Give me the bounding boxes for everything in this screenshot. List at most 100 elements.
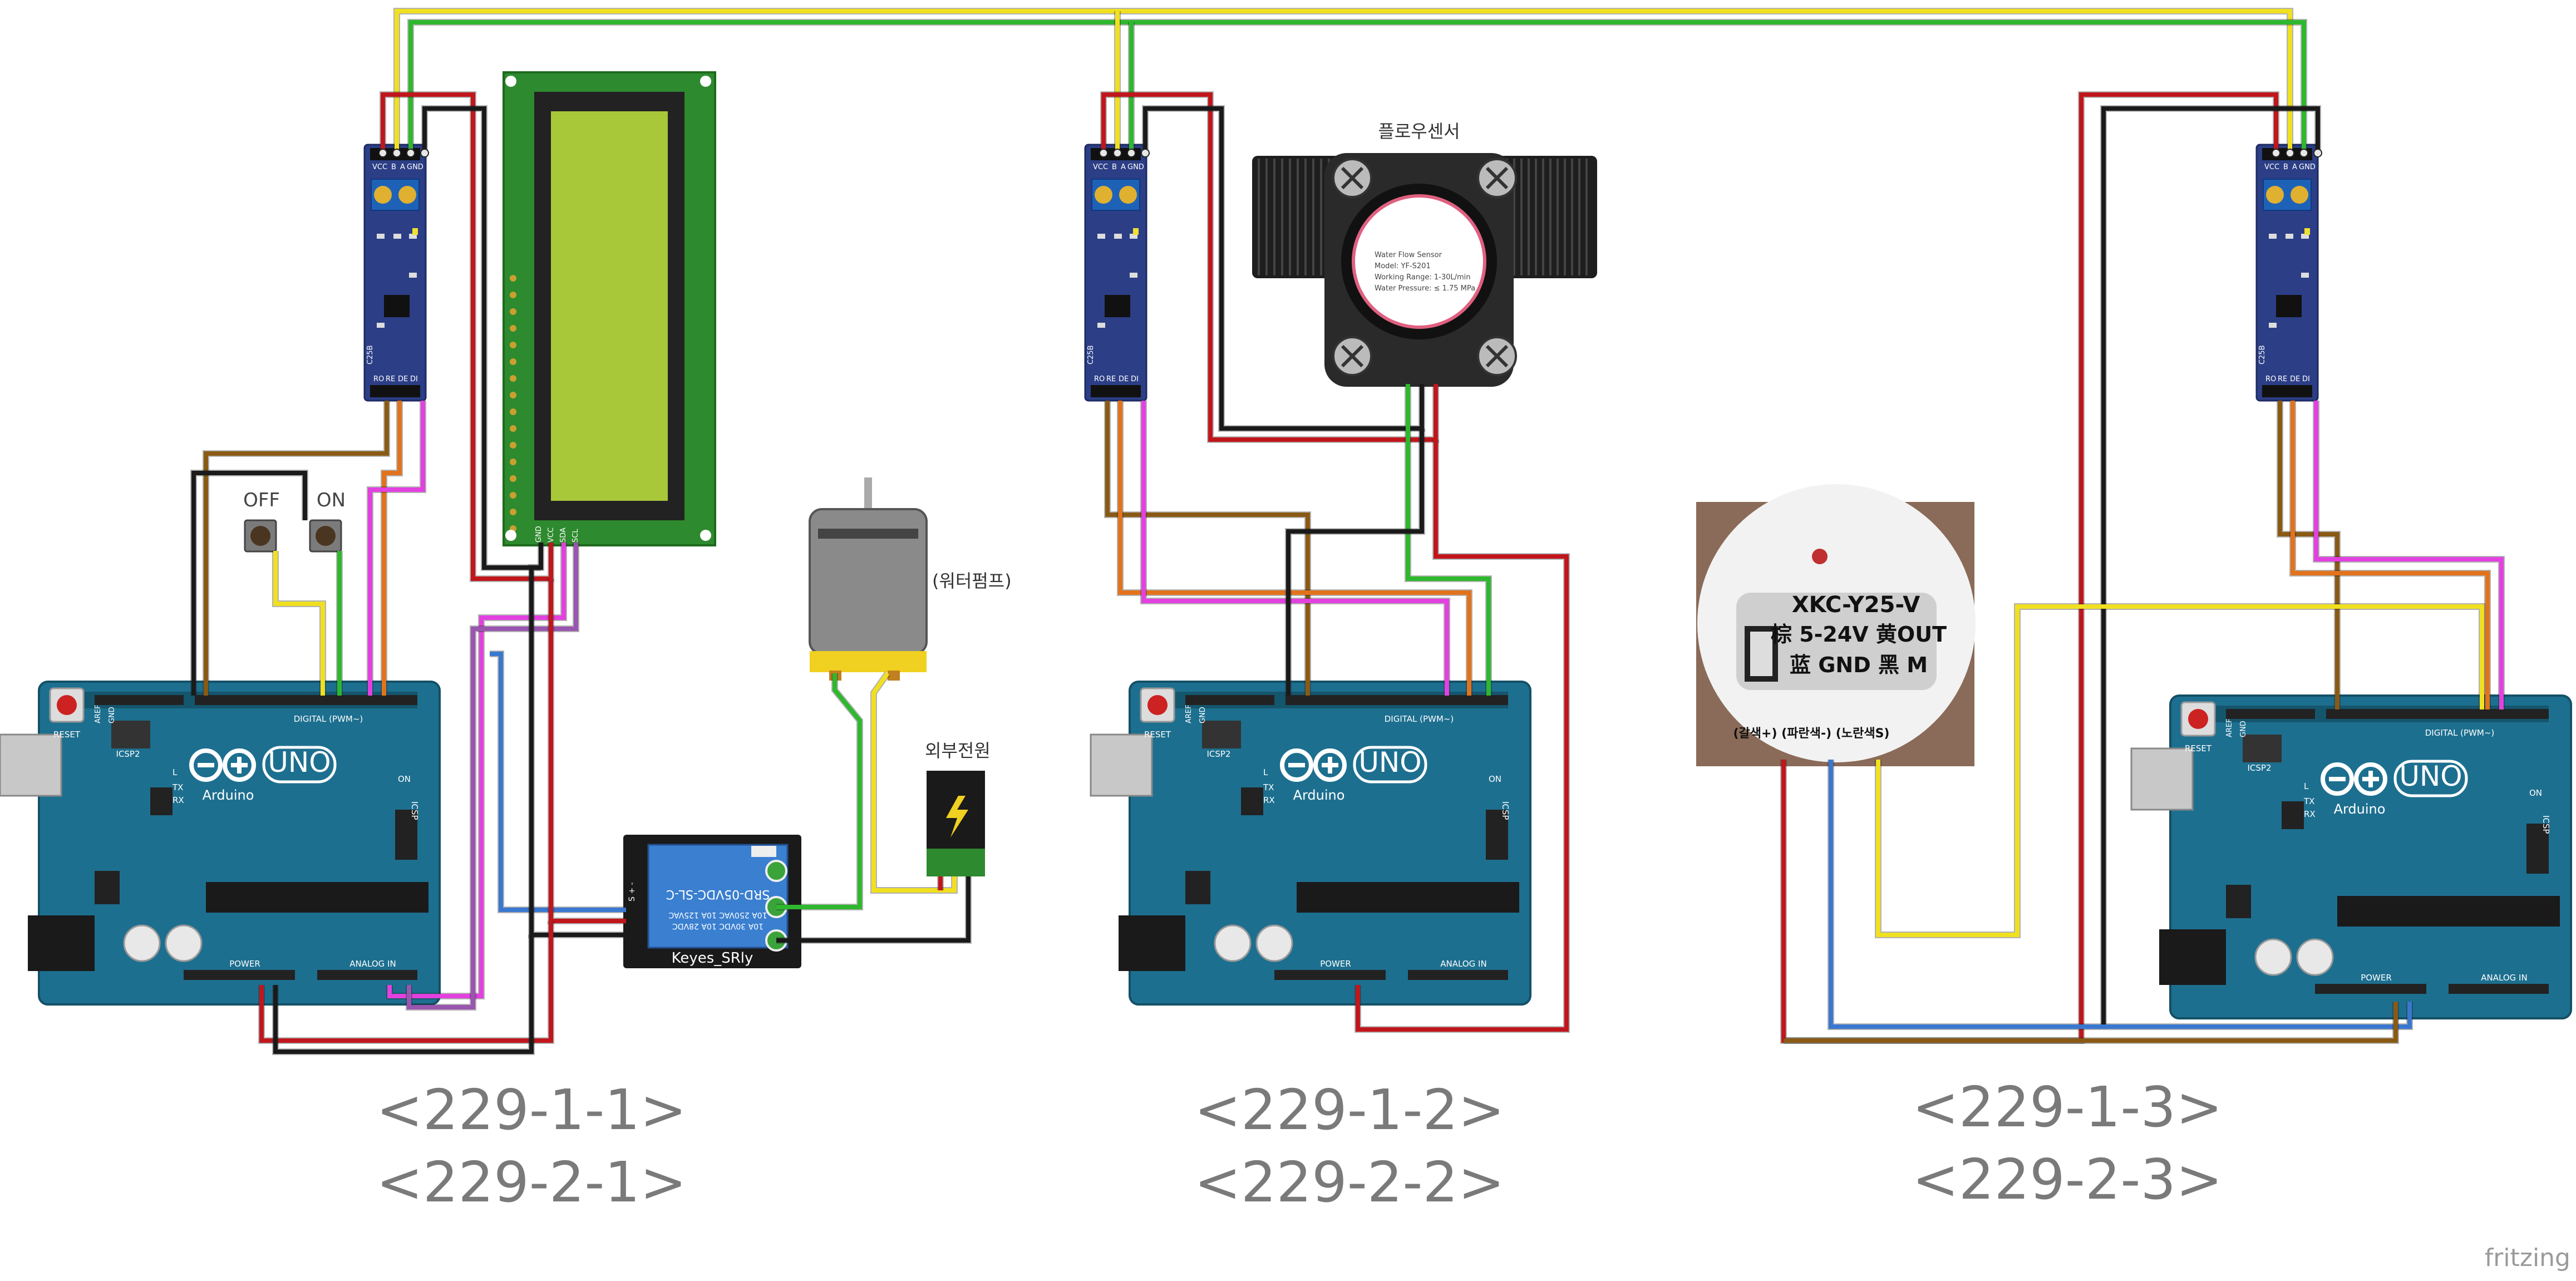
rs485-gnd-label-3: GND [2299, 163, 2316, 171]
wire-3-level-gnd[interactable] [1829, 760, 2412, 1029]
power-label-3: POWER [2361, 973, 2392, 983]
icsp-label-1: ICSP [410, 801, 420, 820]
rs485-re-label-1: RE [386, 375, 395, 383]
rs485-ro-label-1: RO [373, 375, 384, 383]
lcd-pin-label-vcc: VCC [547, 528, 555, 543]
relay-brand-text: Keyes_SRly [672, 950, 753, 967]
rs485-vcc-label-3: VCC [2264, 163, 2279, 171]
wire-2-di-shadow [1140, 401, 1450, 696]
flow-sensor-face-line-4: Water Pressure: ≤ 1.75 MPa [1375, 284, 1475, 293]
wire-3-vcc[interactable] [1781, 92, 2278, 1043]
caption-unit-2-line2: <229-2-2> [1194, 1150, 1505, 1215]
wire-1-gnd-bottom[interactable] [273, 935, 534, 1054]
wire-1-ro[interactable] [204, 401, 389, 696]
icsp2-label-3: ICSP2 [2247, 763, 2271, 773]
wire-2-ro[interactable] [1105, 401, 1310, 696]
l-label-1: L [173, 767, 178, 777]
l-label-2: L [1263, 767, 1268, 777]
external-power-jack [927, 771, 985, 876]
pushbutton-on[interactable] [309, 519, 342, 553]
wire-pump-pos[interactable] [871, 672, 957, 893]
wire-2-gnd[interactable] [1143, 106, 1424, 431]
rs485-di-label-1: DI [410, 375, 418, 383]
caption-unit-3-line1: <229-1-3> [1912, 1075, 2223, 1140]
uno-logo-text-3: UNO [2399, 760, 2462, 792]
tx-label-1: TX [172, 782, 183, 792]
digital-label-3: DIGITAL (PWM~) [2425, 728, 2495, 738]
wire-3-di[interactable] [2314, 401, 2504, 710]
caption-unit-2-line1: <229-1-2> [1194, 1077, 1505, 1142]
power-label-1: POWER [229, 959, 260, 969]
power-label-2: POWER [1320, 959, 1351, 969]
rx-label-2: RX [1263, 795, 1275, 805]
wire-1-relay-gnd[interactable] [529, 565, 626, 937]
wire-2-di[interactable] [1141, 401, 1449, 696]
wire-dc-gnd[interactable] [776, 876, 971, 943]
pin-header-11 [2313, 149, 2322, 157]
wire-3-ro-shadow [2277, 401, 2341, 710]
wire-2-flow-signal[interactable] [1406, 384, 1491, 696]
level-sensor-line1: 棕 5-24V 黄OUT [1771, 622, 1947, 647]
wire-1-vcc[interactable] [381, 92, 553, 581]
gnd-label-2: GND [1199, 707, 1207, 723]
relay-rating-line2: 10A 30VDC 10A 28VDC [672, 922, 764, 930]
wire-2-re[interactable] [1118, 401, 1471, 696]
analog-label-2: ANALOG IN [1440, 959, 1486, 969]
pin-header-10 [2272, 149, 2281, 157]
rs485-de-label-3: DE [2290, 375, 2300, 383]
arduino-text-2: Arduino [1293, 787, 1345, 803]
lcd-pin-label-sda: SDA [559, 528, 568, 543]
button-off-label: OFF [243, 489, 280, 511]
arduino-text-1: Arduino [203, 787, 254, 803]
rs485-vcc-label-2: VCC [1093, 163, 1108, 171]
wire-3-ro[interactable] [2278, 401, 2339, 710]
wire-3-level-vcc[interactable] [1784, 1002, 2398, 1043]
lcd-1602-display [503, 71, 716, 546]
uno-logo-text-2: UNO [1358, 746, 1421, 779]
component-layer [0, 71, 2571, 1018]
digital-label-1: DIGITAL (PWM~) [294, 714, 363, 724]
icsp2-label-2: ICSP2 [1206, 749, 1230, 759]
wire-3-gnd[interactable] [2101, 106, 2320, 1027]
analog-label-1: ANALOG IN [349, 959, 396, 969]
level-sensor-colors: (갈색+) (파란색-) (노란색S) [1733, 727, 1890, 741]
wire-pump-neg[interactable] [776, 673, 862, 909]
wire-rs485-a-bus[interactable] [395, 9, 2292, 153]
flow-sensor-label: 플로우센서 [1378, 121, 1460, 142]
icsp2-label-1: ICSP2 [116, 749, 140, 759]
rs485-chip-label-3: C25B [2258, 345, 2267, 364]
wire-2-vcc[interactable] [1101, 92, 1438, 442]
wire-rs485-b-bus[interactable] [408, 20, 2306, 153]
water-level-sensor-photo [1696, 484, 1976, 766]
wire-2-ro-shadow [1104, 401, 1311, 696]
wire-1-5v[interactable] [259, 921, 553, 1043]
on-label-2: ON [1489, 774, 1501, 784]
wire-1-di[interactable] [368, 401, 425, 696]
wire-3-level-signal[interactable] [1876, 604, 2484, 937]
water-flow-sensor [1252, 153, 1597, 387]
wire-2-gnd-b[interactable] [1286, 428, 1424, 696]
wire-1-btn-off[interactable] [273, 551, 325, 696]
rs485-a-label-1: A [400, 163, 405, 171]
wire-1-lcd-sda[interactable] [387, 543, 566, 998]
wire-3-re-shadow [2289, 401, 2491, 710]
caption-unit-3-line2: <229-2-3> [1912, 1147, 2223, 1212]
relay-module [623, 835, 801, 968]
wire-1-re[interactable] [382, 401, 402, 696]
pin-header-0 [392, 149, 401, 157]
wire-1-lcd-scl[interactable] [407, 543, 578, 1009]
wire-1-gnd[interactable] [422, 106, 543, 570]
wire-1-relay-signal[interactable] [490, 652, 626, 912]
wire-1-btn-gnd[interactable] [191, 471, 307, 696]
wire-3-re[interactable] [2291, 401, 2490, 710]
l-label-3: L [2304, 781, 2309, 791]
rs485-b-label-1: B [391, 163, 396, 171]
wire-2-5v[interactable] [1356, 440, 1569, 1032]
flow-sensor-face-line-1: Water Flow Sensor [1375, 251, 1442, 259]
relay-pin-labels: S + - [628, 882, 637, 901]
pushbutton-off[interactable] [244, 519, 277, 553]
pin-header-3 [420, 149, 429, 157]
